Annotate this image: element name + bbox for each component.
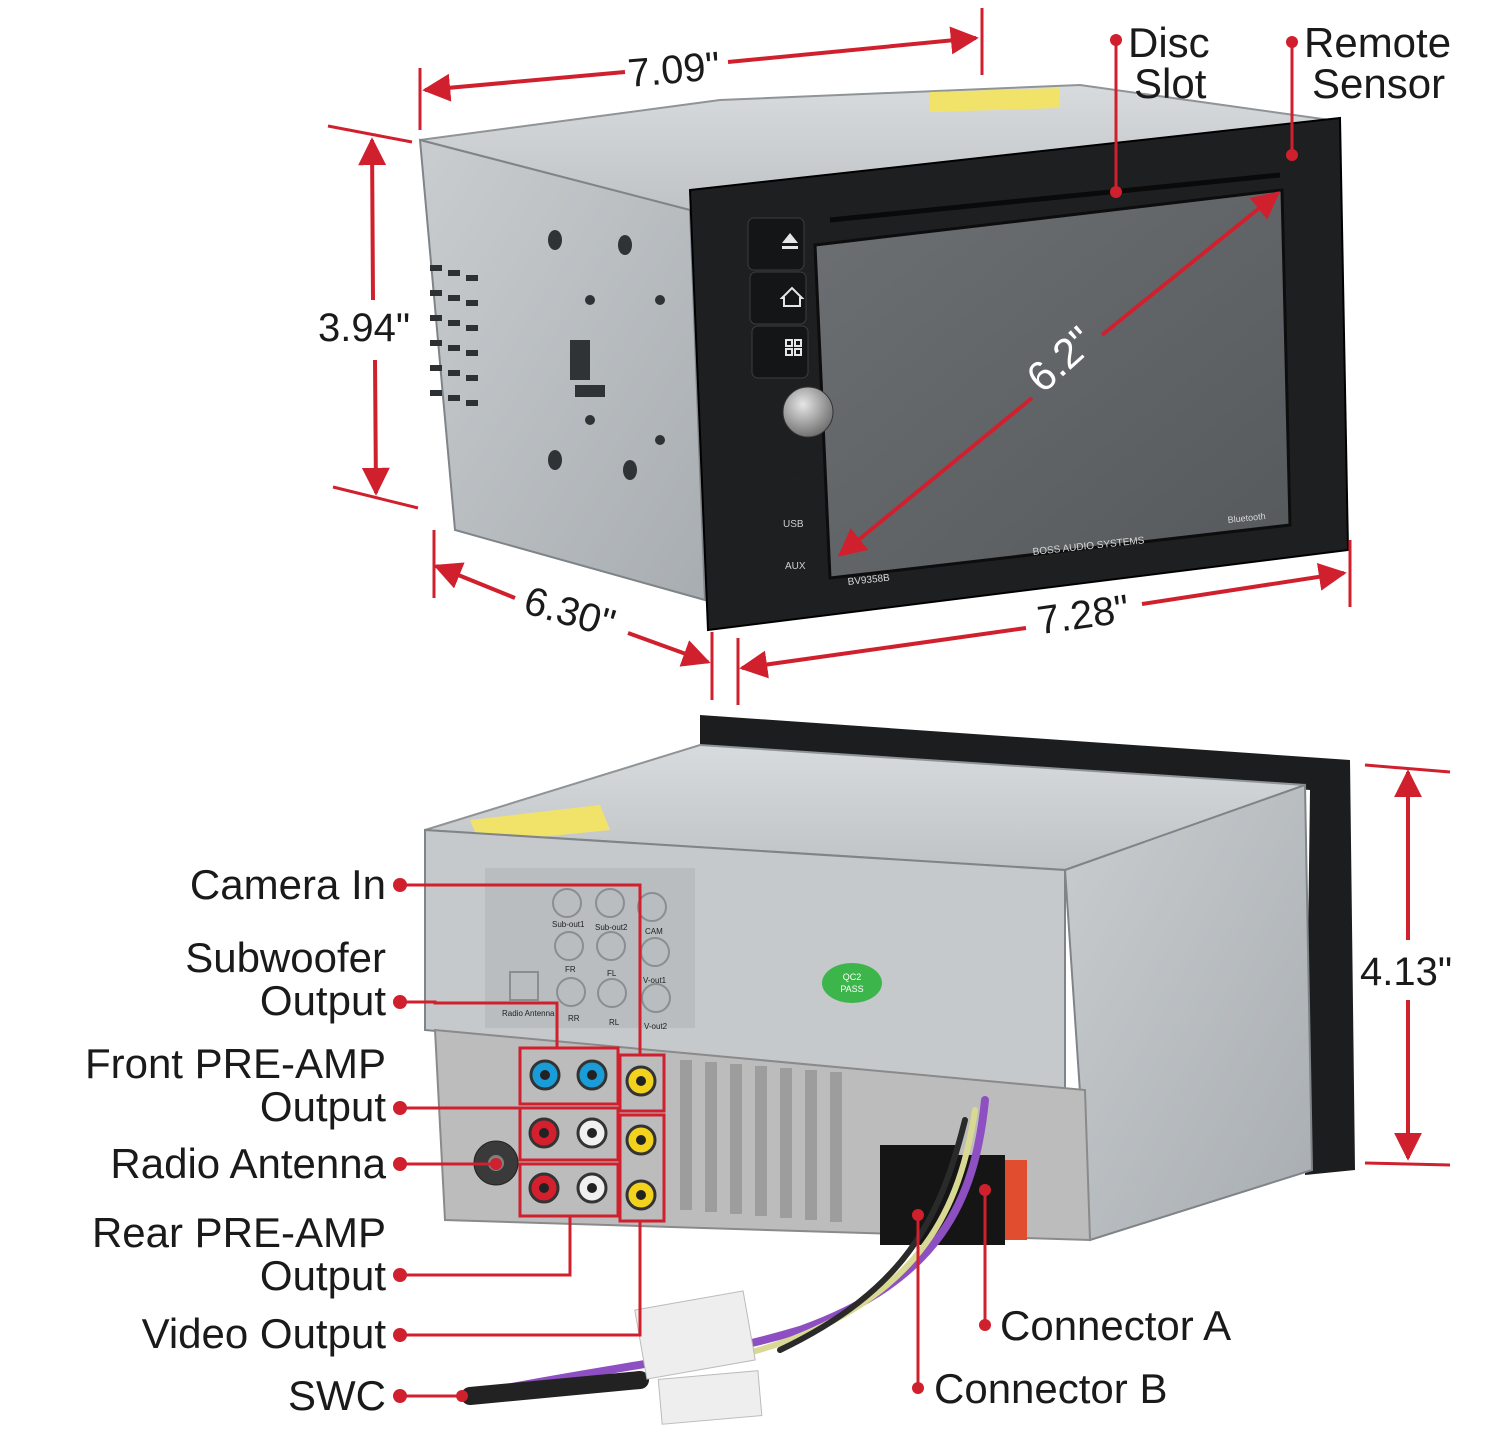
- dim-height-front: 3.94": [318, 306, 411, 350]
- apps-icon: [785, 339, 802, 356]
- rca-fl-label: FL: [607, 969, 617, 978]
- eject-icon: [782, 233, 798, 249]
- connector-b-label: Connector B: [934, 1365, 1168, 1412]
- callout-lines: [400, 40, 1294, 1398]
- qc-line2: PASS: [840, 984, 863, 994]
- home-icon: [779, 286, 805, 307]
- rca-sub-out1-label: Sub-out1: [552, 920, 585, 929]
- camera-in-label: Camera In: [189, 861, 386, 908]
- rca-fr-label: FR: [565, 965, 576, 974]
- rca-cam-label: CAM: [645, 927, 663, 936]
- front-unit-sticker: [930, 88, 1060, 112]
- dim-depth: 6.30": [519, 579, 620, 647]
- rca-rl-label: RL: [609, 1018, 620, 1027]
- swc-label: SWC: [288, 1372, 386, 1419]
- rear-unit-sticker: [470, 805, 610, 843]
- rear-preamp-label-1: Rear PRE-AMP: [91, 1209, 386, 1256]
- front-preamp-label-1: Front PRE-AMP: [84, 1040, 386, 1087]
- front-preamp-label-2: Output: [259, 1083, 386, 1130]
- rca-rr-label: RR: [568, 1014, 580, 1023]
- heatsink-fins: [680, 1060, 842, 1222]
- subwoofer-output-label-1: Subwoofer: [185, 934, 386, 981]
- button-column: SD USB AUX: [747, 217, 834, 572]
- dimension-lines: [327, 8, 1451, 1167]
- side-vents: [430, 265, 478, 406]
- subwoofer-output-label-2: Output: [259, 977, 386, 1024]
- disc-slot: [829, 172, 1281, 223]
- callout-dots: [393, 34, 1298, 1403]
- camera-rca-box: [618, 1053, 666, 1113]
- dim-rear-height: 4.13": [1360, 950, 1453, 994]
- wire-tag: [634, 1290, 756, 1380]
- rca-vout1-label: V-out1: [643, 976, 667, 985]
- disc-slot-label-2: Slot: [1134, 60, 1207, 107]
- front-unit: SD USB AUX BOSS AUDIO SYSTEMS BV9358B Bl…: [418, 83, 1350, 632]
- disc-slot-label-1: Disc: [1128, 19, 1210, 66]
- rear-unit: Sub-out1 Sub-out2 CAM FR FL V-out1 Radio…: [424, 715, 1355, 1425]
- fuse-holder: [1005, 1160, 1027, 1240]
- dim-top-width: 7.09": [626, 44, 722, 96]
- touch-screen[interactable]: [813, 188, 1292, 580]
- rca-radio-antenna-label: Radio Antenna: [502, 1009, 555, 1018]
- swc-wire-harness: [461, 1096, 989, 1405]
- model-label: BV9358B: [847, 573, 891, 588]
- front-preamp-rca-box: [518, 1106, 620, 1162]
- rca-sticker-circles: [509, 888, 671, 1013]
- volume-knob-icon[interactable]: [782, 386, 834, 438]
- connector-a-label: Connector A: [1000, 1302, 1232, 1349]
- remote-sensor-label-2: Sensor: [1312, 60, 1446, 107]
- aux-label: AUX: [785, 561, 806, 572]
- wire-tag-2: [657, 1370, 763, 1425]
- subwoofer-rca-box: [518, 1046, 620, 1106]
- rca-sticker-text: Sub-out1 Sub-out2 CAM FR FL V-out1 Radio…: [502, 920, 668, 1031]
- eject-button[interactable]: [747, 217, 805, 271]
- dim-faceplate-width: 7.28": [1035, 587, 1132, 643]
- side-mount-holes: [548, 230, 665, 480]
- bluetooth-label: Bluetooth: [1227, 511, 1266, 525]
- qc-pass-sticker: [822, 963, 882, 1003]
- qc-line1: QC2: [843, 972, 862, 982]
- remote-sensor-label-1: Remote: [1304, 19, 1452, 66]
- usb-label: USB: [783, 519, 804, 530]
- rca-sub-out2-label: Sub-out2: [595, 923, 628, 932]
- rca-jacks: [518, 1046, 666, 1223]
- front-unit-side-chassis: [418, 138, 707, 602]
- home-button[interactable]: [749, 271, 807, 325]
- rear-faceplate-edge: [700, 715, 1355, 1175]
- video-rca-box: [618, 1113, 666, 1223]
- apps-button[interactable]: [751, 325, 809, 379]
- sd-label: SD: [786, 476, 801, 488]
- radio-antenna-label: Radio Antenna: [110, 1140, 386, 1187]
- video-output-label: Video Output: [141, 1310, 386, 1357]
- rca-vout2-label: V-out2: [644, 1022, 668, 1031]
- rear-preamp-label-2: Output: [259, 1252, 386, 1299]
